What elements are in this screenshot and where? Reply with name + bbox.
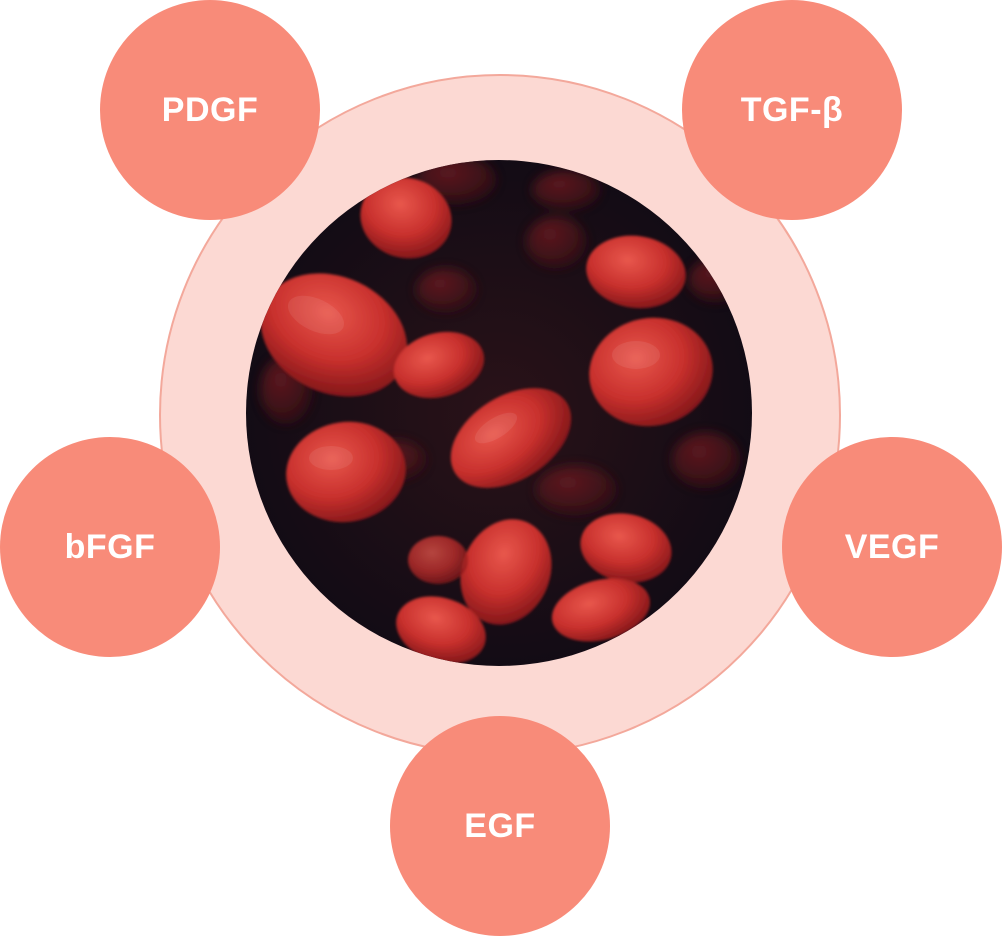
- node-vegf: VEGF: [782, 437, 1002, 657]
- node-label: EGF: [464, 806, 536, 845]
- node-tgf-beta: TGF-β: [682, 0, 902, 220]
- node-label: PDGF: [161, 90, 259, 129]
- node-label: bFGF: [64, 527, 156, 566]
- node-label: TGF-β: [740, 90, 844, 129]
- node-egf: EGF: [390, 716, 610, 936]
- node-bfgf: bFGF: [0, 437, 220, 657]
- node-label: VEGF: [844, 527, 940, 566]
- node-pdgf: PDGF: [100, 0, 320, 220]
- red-blood-cells-image: [246, 160, 752, 666]
